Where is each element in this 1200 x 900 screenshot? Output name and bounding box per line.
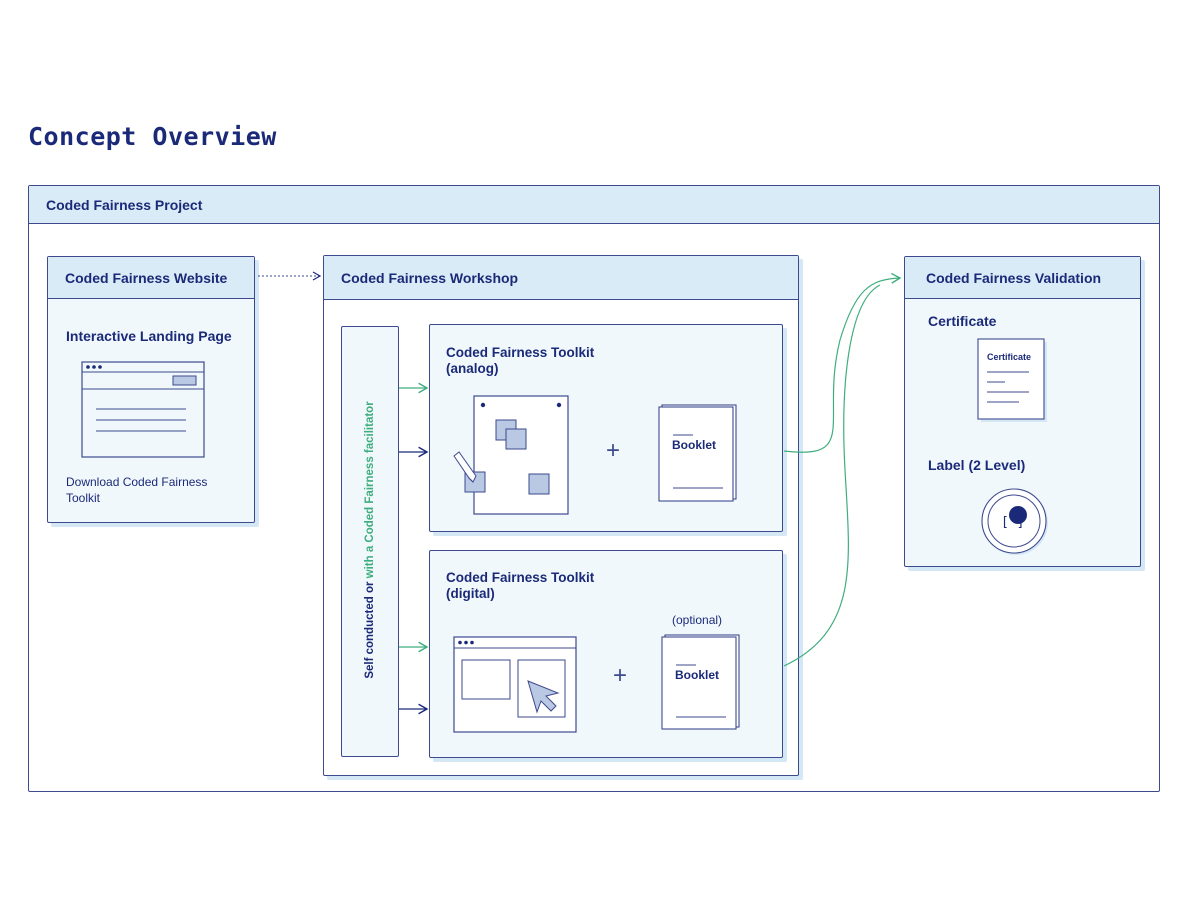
download-toolkit-label[interactable]: Download Coded Fairness Toolkit [66,475,208,505]
digital-browser-icon [453,636,577,733]
mode-self-conducted: Self conducted or [364,578,376,679]
project-label: Coded Fairness Project [46,196,203,213]
analog-booklet-label: Booklet [672,438,717,452]
label-badge-glyph: [ ] [1001,515,1025,530]
workshop-header-label: Coded Fairness Workshop [341,269,519,286]
landing-page-browser-icon [81,361,205,458]
analog-plus-sign: + [606,437,621,464]
digital-booklet-label: Booklet [675,668,720,682]
project-header: Coded Fairness Project [29,186,1159,224]
digital-optional-label: (optional) [672,613,723,627]
digital-toolkit-title: Coded Fairness Toolkit (digital) [446,570,594,602]
label-badge-icon [981,488,1048,555]
project-frame [28,185,1160,792]
website-header-label: Coded Fairness Website [65,269,228,286]
digital-title-line2: (digital) [446,586,495,601]
digital-title-line1: Coded Fairness Toolkit [446,570,595,585]
cursor-icon [527,680,560,714]
certificate-icon [977,338,1047,422]
analog-toolkit-title: Coded Fairness Toolkit (analog) [446,345,594,377]
analog-title-line2: (analog) [446,361,499,376]
certificate-label: Certificate [928,313,997,329]
validation-header-label: Coded Fairness Validation [926,269,1102,286]
validation-header: Coded Fairness Validation [905,257,1140,299]
landing-page-label: Interactive Landing Page [66,328,232,344]
label-level-title: Label (2 Level) [928,457,1026,473]
digital-booklet-icon [661,634,740,730]
workshop-header: Coded Fairness Workshop [324,256,798,300]
certificate-doc-label: Certificate [987,352,1032,362]
digital-plus-sign: + [613,662,628,689]
website-header: Coded Fairness Website [48,257,254,299]
page-title: Concept Overview [28,122,277,151]
workshop-mode-bar [341,326,399,757]
pen-icon [453,451,477,483]
mode-facilitator: with a Coded Fairness facilitator [364,401,376,579]
analog-booklet-icon [658,404,737,502]
analog-board-icon [453,395,569,515]
analog-title-line1: Coded Fairness Toolkit [446,345,595,360]
